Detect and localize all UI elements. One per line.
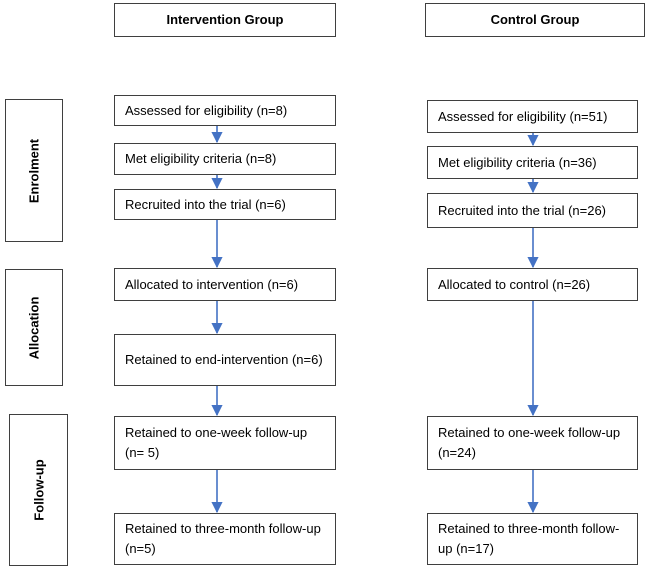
int-retained-week-text: Retained to one-week follow-up (n= 5) — [125, 425, 308, 460]
ctl-retained-week-box: Retained to one-week follow-up (n=24) — [427, 416, 638, 470]
ctl-recruited-text: Recruited into the trial (n=26) — [438, 202, 607, 218]
int-assessed-box: Assessed for eligibility (n=8) — [114, 95, 336, 126]
ctl-retained-month-text: Retained to three-month follow-up (n=17) — [438, 521, 620, 556]
intervention-group-header: Intervention Group — [114, 3, 336, 37]
int-retained-month-box: Retained to three-month follow-up (n=5) — [114, 513, 336, 565]
int-recruited-box: Recruited into the trial (n=6) — [114, 189, 336, 220]
int-retained-end-box: Retained to end-intervention (n=6) — [114, 334, 336, 386]
int-met-text: Met eligibility criteria (n=8) — [125, 151, 277, 166]
ctl-met-text: Met eligibility criteria (n=36) — [438, 154, 597, 170]
control-group-header-label: Control Group — [490, 12, 580, 27]
int-met-box: Met eligibility criteria (n=8) — [114, 143, 336, 175]
ctl-recruited-box: Recruited into the trial (n=26) — [427, 193, 638, 228]
ctl-allocated-text: Allocated to control (n=26) — [438, 276, 591, 292]
control-group-header: Control Group — [425, 3, 645, 37]
ctl-allocated-box: Allocated to control (n=26) — [427, 268, 638, 301]
int-retained-end-text: Retained to end-intervention (n=6) — [125, 352, 323, 367]
stage-enrolment: Enrolment — [5, 99, 63, 242]
int-assessed-text: Assessed for eligibility (n=8) — [125, 102, 288, 118]
ctl-retained-week-text: Retained to one-week follow-up (n=24) — [438, 425, 621, 460]
stage-followup: Follow-up — [9, 414, 68, 566]
ctl-retained-month-box: Retained to three-month follow-up (n=17) — [427, 513, 638, 565]
ctl-assessed-text: Assessed for eligibility (n=51) — [438, 108, 608, 124]
ctl-assessed-box: Assessed for eligibility (n=51) — [427, 100, 638, 133]
ctl-met-box: Met eligibility criteria (n=36) — [427, 146, 638, 179]
int-recruited-text: Recruited into the trial (n=6) — [125, 196, 286, 212]
int-retained-week-box: Retained to one-week follow-up (n= 5) — [114, 416, 336, 470]
int-retained-month-text: Retained to three-month follow-up (n=5) — [125, 521, 321, 556]
int-allocated-text: Allocated to intervention (n=6) — [125, 276, 299, 292]
intervention-group-header-label: Intervention Group — [166, 12, 284, 27]
int-allocated-box: Allocated to intervention (n=6) — [114, 268, 336, 301]
stage-allocation: Allocation — [5, 269, 63, 386]
